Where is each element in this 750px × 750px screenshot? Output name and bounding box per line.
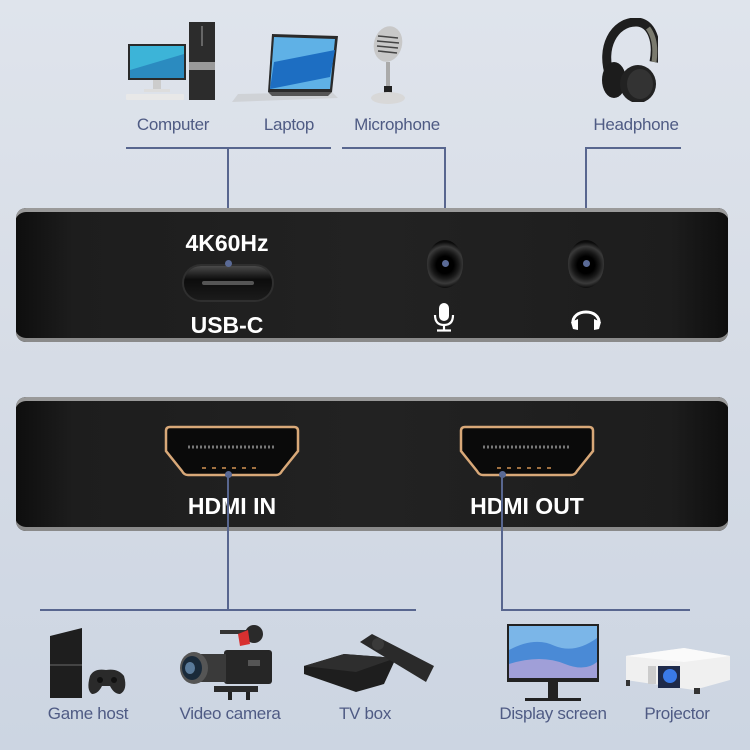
hdmi-in-label: HDMI IN bbox=[187, 493, 277, 519]
device-label-display-screen: Display screen bbox=[499, 704, 607, 723]
device-top-panel: 4K60Hz USB-C bbox=[16, 208, 728, 342]
headphone-connection-dot bbox=[582, 260, 590, 267]
hdmi-out-label: HDMI OUT bbox=[470, 493, 584, 519]
connector-line-usbc-vertical bbox=[227, 147, 229, 265]
desktop-computer-icon bbox=[126, 20, 221, 104]
usb-spec-label: 4K60Hz bbox=[185, 230, 269, 256]
usb-c-label: USB-C bbox=[190, 312, 264, 338]
connector-line-hdmi-in-vertical bbox=[227, 475, 229, 611]
connector-line-hdmi-in-horizontal bbox=[40, 609, 416, 611]
device-label-laptop: Laptop bbox=[263, 115, 315, 134]
laptop-icon bbox=[228, 32, 340, 104]
usb-c-port bbox=[184, 266, 272, 300]
microphone-icon bbox=[368, 24, 408, 106]
video-camera-icon bbox=[176, 620, 276, 702]
device-label-projector: Projector bbox=[644, 704, 710, 723]
hdmi-out-port bbox=[457, 425, 597, 485]
device-label-game-host: Game host bbox=[47, 704, 129, 723]
device-label-microphone: Microphone bbox=[354, 115, 440, 134]
game-console-icon bbox=[48, 628, 128, 700]
connector-line-mic-vertical bbox=[444, 147, 446, 263]
headphone-symbol-icon bbox=[569, 302, 603, 332]
device-label-headphone: Headphone bbox=[593, 115, 679, 134]
device-label-video-camera: Video camera bbox=[179, 704, 281, 723]
connector-line-hdmi-out-vertical bbox=[501, 475, 503, 611]
mic-connection-dot bbox=[441, 260, 449, 267]
usb-c-connection-dot bbox=[224, 260, 232, 267]
connector-line-headphone-vertical bbox=[585, 147, 587, 263]
connector-line-hdmi-out-horizontal bbox=[501, 609, 690, 611]
monitor-icon bbox=[505, 624, 601, 702]
device-label-computer: Computer bbox=[136, 115, 210, 134]
connector-line-headphone-horizontal bbox=[585, 147, 681, 149]
hdmi-in-connection-dot bbox=[224, 471, 232, 478]
hdmi-in-port bbox=[162, 425, 302, 485]
hdmi-out-connection-dot bbox=[498, 471, 506, 478]
projector-icon bbox=[624, 644, 732, 700]
tv-box-icon bbox=[300, 632, 436, 702]
microphone-symbol-icon bbox=[432, 302, 456, 332]
connector-line-mic-horizontal bbox=[342, 147, 446, 149]
device-bottom-panel: HDMI IN HDMI OUT bbox=[16, 397, 728, 531]
device-label-tv-box: TV box bbox=[338, 704, 392, 723]
headphone-icon bbox=[596, 18, 658, 102]
